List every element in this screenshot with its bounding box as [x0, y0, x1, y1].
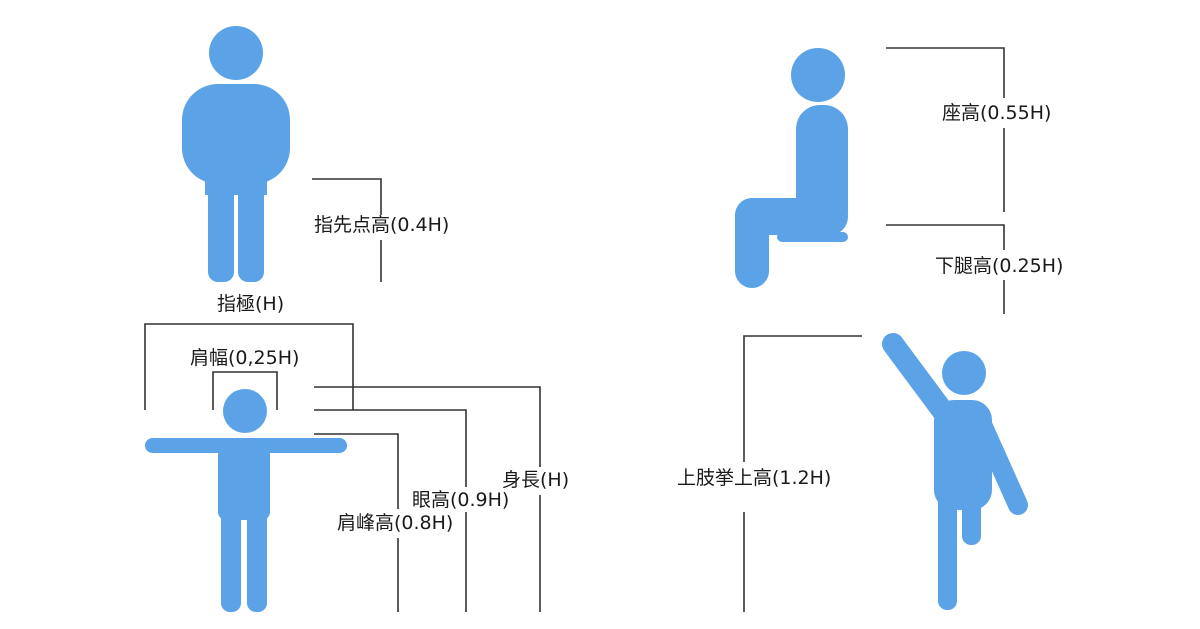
seat-height-line: [886, 47, 1005, 98]
t-pose-figure: [145, 389, 347, 612]
arm-raise-height-label: 上肢挙上高(1.2H): [675, 467, 834, 489]
arm-span-bracket: [144, 323, 354, 410]
seat-height-label: 座高(0.55H): [940, 102, 1054, 124]
shoulder-width-bracket: [212, 371, 278, 410]
arm-raised-figure: [882, 333, 1028, 610]
arm-span-label: 指極(H): [215, 293, 287, 315]
eye-height-line: [314, 409, 467, 487]
height-line: [314, 386, 541, 467]
dimension-lines: [144, 47, 1005, 612]
shoulder-height-line: [314, 433, 399, 509]
sitting-figure: [735, 48, 848, 288]
arm-raise-height-line: [743, 335, 862, 462]
standing-figure: [182, 26, 290, 282]
eye-height-label: 眼高(0.9H): [410, 489, 512, 511]
shoulder-width-label: 肩幅(0,25H): [188, 347, 302, 369]
lower-leg-height-line: [886, 224, 1005, 250]
shoulder-height-label: 肩峰高(0.8H): [335, 512, 456, 534]
fingertip-height-line: [312, 178, 382, 215]
fingertip-height-label: 指先点高(0.4H): [312, 214, 452, 236]
height-label: 身長(H): [500, 469, 572, 491]
lower-leg-height-label: 下腿高(0.25H): [933, 255, 1066, 277]
